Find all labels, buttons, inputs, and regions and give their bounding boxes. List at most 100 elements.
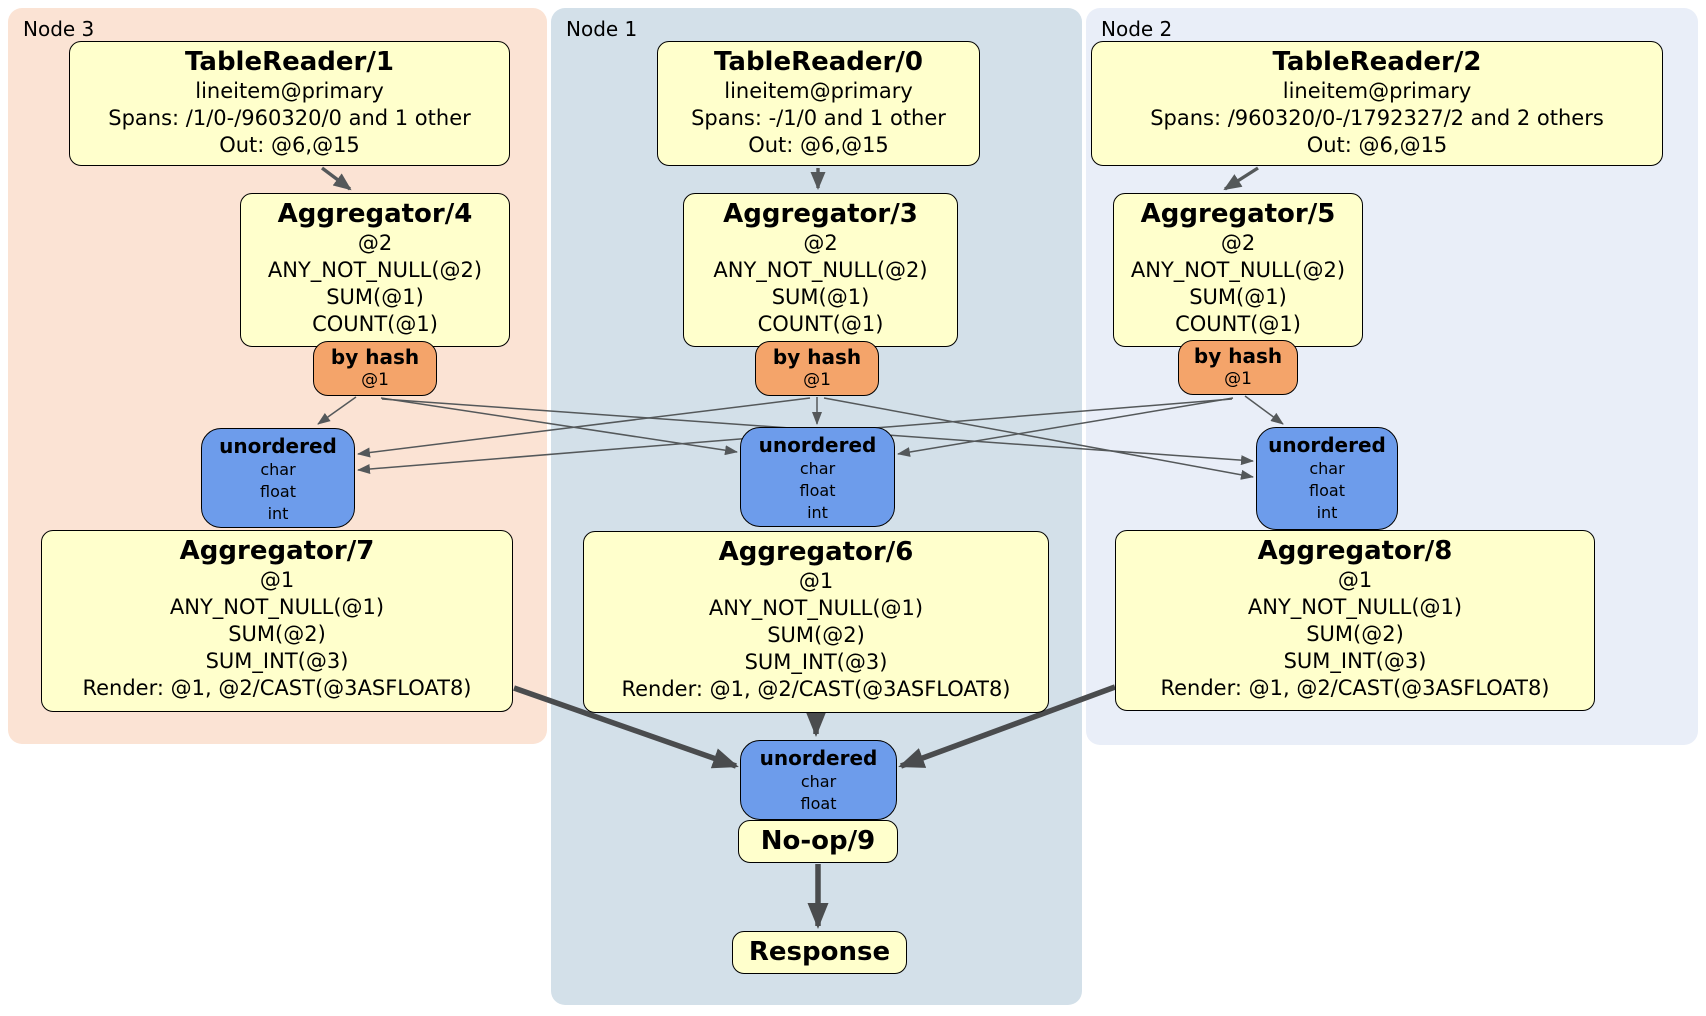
aggregator-3-fn-any-not-null: ANY_NOT_NULL(@2) bbox=[713, 258, 928, 282]
unordered-sync-node3-label: unordered bbox=[219, 434, 337, 458]
tablereader-1-spans: Spans: /1/0-/960320/0 and 1 other bbox=[108, 106, 471, 130]
tablereader-1-index: lineitem@primary bbox=[195, 79, 384, 103]
aggregator-5-fn-sum: SUM(@1) bbox=[1189, 285, 1287, 309]
noop-9-box: No-op/9 bbox=[738, 820, 898, 863]
aggregator-6-fn-sum: SUM(@2) bbox=[767, 623, 865, 647]
hash-router-node2-key: @1 bbox=[1224, 369, 1252, 389]
unordered-sync-node3-type-char: char bbox=[260, 460, 296, 479]
edge-tr2-agg5 bbox=[1223, 166, 1259, 191]
aggregator-6-group-cols: @1 bbox=[798, 569, 834, 593]
unordered-sync-node2-type-int: int bbox=[1316, 503, 1338, 522]
aggregator-4-box: Aggregator/4 @2 ANY_NOT_NULL(@2) SUM(@1)… bbox=[240, 193, 510, 347]
aggregator-7-box: Aggregator/7 @1 ANY_NOT_NULL(@1) SUM(@2)… bbox=[41, 530, 513, 712]
unordered-sync-node2-type-char: char bbox=[1309, 459, 1345, 478]
aggregator-5-fn-any-not-null: ANY_NOT_NULL(@2) bbox=[1130, 258, 1346, 282]
aggregator-6-title: Aggregator/6 bbox=[718, 537, 914, 567]
unordered-sync-final-type-char: char bbox=[800, 772, 837, 791]
aggregator-3-group-cols: @2 bbox=[803, 231, 838, 255]
aggregator-5-box: Aggregator/5 @2 ANY_NOT_NULL(@2) SUM(@1)… bbox=[1113, 193, 1363, 347]
noop-9-title: No-op/9 bbox=[760, 826, 876, 856]
aggregator-3-title: Aggregator/3 bbox=[723, 199, 918, 229]
aggregator-7-fn-sum-int: SUM_INT(@3) bbox=[205, 649, 349, 673]
aggregator-7-fn-sum: SUM(@2) bbox=[228, 622, 326, 646]
tablereader-0-box: TableReader/0 lineitem@primary Spans: -/… bbox=[657, 41, 980, 166]
aggregator-6-box: Aggregator/6 @1 ANY_NOT_NULL(@1) SUM(@2)… bbox=[583, 531, 1049, 713]
aggregator-6-fn-sum-int: SUM_INT(@3) bbox=[744, 650, 888, 674]
hash-router-node1-key: @1 bbox=[803, 370, 831, 390]
response-box: Response bbox=[732, 931, 907, 974]
aggregator-8-box: Aggregator/8 @1 ANY_NOT_NULL(@1) SUM(@2)… bbox=[1115, 530, 1595, 711]
unordered-sync-node1-type-char: char bbox=[799, 459, 836, 478]
tablereader-0-out: Out: @6,@15 bbox=[748, 133, 889, 157]
hash-router-node1-label: by hash bbox=[772, 345, 862, 369]
aggregator-7-group-cols: @1 bbox=[259, 568, 295, 592]
aggregator-8-fn-sum-int: SUM_INT(@3) bbox=[1283, 649, 1427, 673]
unordered-sync-node2: unordered char float int bbox=[1256, 427, 1398, 530]
aggregator-3-box: Aggregator/3 @2 ANY_NOT_NULL(@2) SUM(@1)… bbox=[683, 193, 958, 347]
aggregator-6-fn-any-not-null: ANY_NOT_NULL(@1) bbox=[708, 596, 924, 620]
unordered-sync-node1: unordered char float int bbox=[740, 427, 895, 527]
tablereader-2-index: lineitem@primary bbox=[1282, 79, 1472, 103]
hash-router-node3-label: by hash bbox=[330, 345, 420, 369]
tablereader-0-spans: Spans: -/1/0 and 1 other bbox=[691, 106, 946, 130]
aggregator-6-render: Render: @1, @2/CAST(@3ASFLOAT8) bbox=[621, 677, 1011, 701]
hash-router-node2: by hash @1 bbox=[1178, 340, 1298, 395]
tablereader-0-index: lineitem@primary bbox=[724, 79, 913, 103]
aggregator-5-title: Aggregator/5 bbox=[1140, 199, 1336, 229]
aggregator-7-title: Aggregator/7 bbox=[179, 536, 375, 566]
unordered-sync-node2-label: unordered bbox=[1268, 433, 1386, 457]
tablereader-2-title: TableReader/2 bbox=[1272, 47, 1482, 77]
unordered-sync-node1-type-float: float bbox=[799, 481, 836, 500]
unordered-sync-node3-type-int: int bbox=[267, 504, 289, 523]
unordered-sync-final-label: unordered bbox=[759, 746, 878, 770]
unordered-sync-node3: unordered char float int bbox=[201, 428, 355, 528]
aggregator-8-fn-any-not-null: ANY_NOT_NULL(@1) bbox=[1247, 595, 1463, 619]
tablereader-1-box: TableReader/1 lineitem@primary Spans: /1… bbox=[69, 41, 510, 166]
edge-agg7-unfinal bbox=[513, 685, 739, 769]
hash-router-node3-key: @1 bbox=[361, 370, 389, 390]
aggregator-5-fn-count: COUNT(@1) bbox=[1175, 312, 1301, 336]
aggregator-8-group-cols: @1 bbox=[1337, 568, 1373, 592]
tablereader-1-out: Out: @6,@15 bbox=[219, 133, 360, 157]
unordered-sync-final-type-float: float bbox=[800, 794, 837, 813]
aggregator-7-render: Render: @1, @2/CAST(@3ASFLOAT8) bbox=[82, 676, 472, 700]
aggregator-7-fn-any-not-null: ANY_NOT_NULL(@1) bbox=[169, 595, 385, 619]
edge-hash1-un2 bbox=[823, 397, 1254, 480]
unordered-sync-final: unordered char float bbox=[740, 740, 897, 820]
aggregator-3-fn-count: COUNT(@1) bbox=[757, 312, 884, 336]
edge-hash3-un3 bbox=[317, 396, 357, 425]
hash-router-node2-label: by hash bbox=[1193, 344, 1283, 368]
edge-hash2-un2 bbox=[1244, 395, 1284, 425]
edge-hash3-un1 bbox=[380, 397, 738, 456]
node3-label: Node 3 bbox=[23, 17, 95, 41]
aggregator-4-fn-sum: SUM(@1) bbox=[326, 285, 424, 309]
aggregator-8-fn-sum: SUM(@2) bbox=[1306, 622, 1404, 646]
response-title: Response bbox=[748, 937, 891, 967]
hash-router-node1: by hash @1 bbox=[755, 341, 879, 396]
aggregator-8-title: Aggregator/8 bbox=[1257, 536, 1453, 566]
aggregator-4-title: Aggregator/4 bbox=[277, 199, 473, 229]
unordered-sync-node1-label: unordered bbox=[758, 433, 877, 457]
edge-hash1-un3 bbox=[357, 397, 811, 458]
tablereader-2-spans: Spans: /960320/0-/1792327/2 and 2 others bbox=[1150, 106, 1604, 130]
hash-router-node3: by hash @1 bbox=[313, 341, 437, 396]
unordered-sync-node3-type-float: float bbox=[260, 482, 296, 501]
node1-label: Node 1 bbox=[566, 17, 638, 41]
aggregator-3-fn-sum: SUM(@1) bbox=[771, 285, 870, 309]
aggregator-4-fn-count: COUNT(@1) bbox=[312, 312, 438, 336]
unordered-sync-node1-type-int: int bbox=[807, 503, 828, 522]
aggregator-8-render: Render: @1, @2/CAST(@3ASFLOAT8) bbox=[1160, 676, 1550, 700]
edge-hash2-un1 bbox=[897, 397, 1234, 457]
tablereader-2-out: Out: @6,@15 bbox=[1306, 133, 1448, 157]
aggregator-4-fn-any-not-null: ANY_NOT_NULL(@2) bbox=[267, 258, 483, 282]
aggregator-5-group-cols: @2 bbox=[1220, 231, 1256, 255]
node2-label: Node 2 bbox=[1101, 17, 1173, 41]
tablereader-1-title: TableReader/1 bbox=[185, 47, 394, 77]
edge-tr1-agg4 bbox=[320, 166, 352, 191]
tablereader-2-box: TableReader/2 lineitem@primary Spans: /9… bbox=[1091, 41, 1663, 166]
aggregator-4-group-cols: @2 bbox=[357, 231, 393, 255]
tablereader-0-title: TableReader/0 bbox=[714, 47, 923, 77]
edge-agg8-unfinal bbox=[898, 684, 1116, 769]
